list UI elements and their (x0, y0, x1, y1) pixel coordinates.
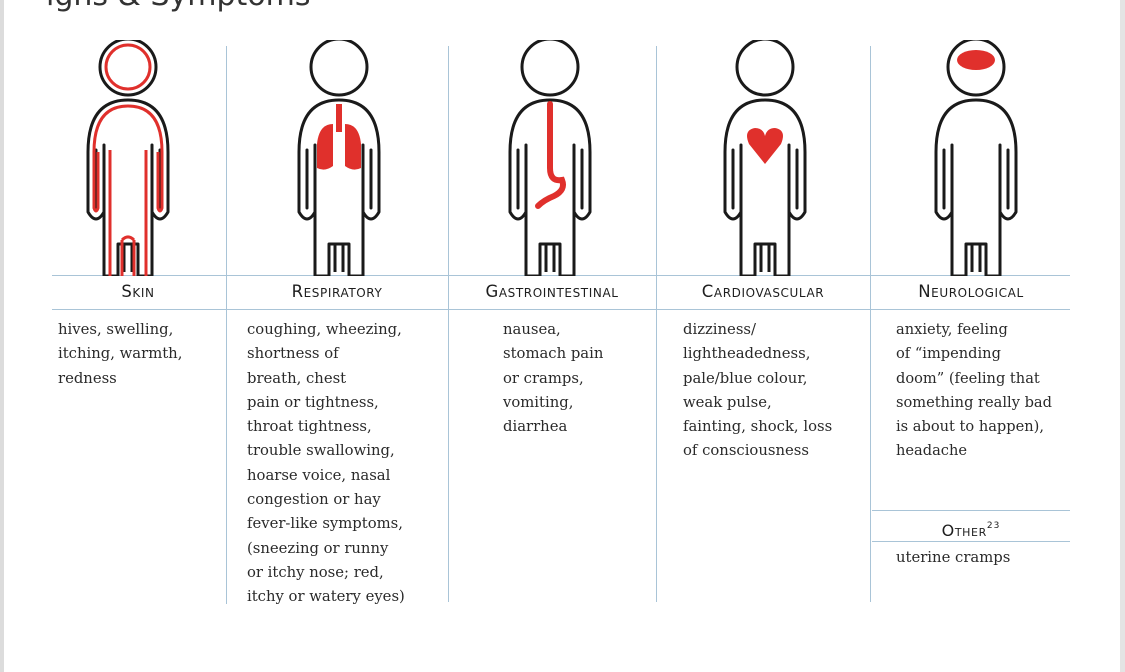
header-cardiovascular: Cardiovascular (701, 282, 825, 301)
symptoms-gastrointestinal: nausea, stomach pain or cramps, vomiting… (503, 321, 604, 436)
frame-left-edge (0, 0, 4, 672)
header-skin: Skin (121, 282, 155, 301)
column-divider (226, 46, 227, 604)
other-footnote-ref: 23 (986, 521, 1001, 531)
symptoms-other: uterine cramps (896, 549, 1011, 566)
symptoms-cardiovascular: dizziness/ lightheadedness, pale/blue co… (683, 321, 833, 460)
symptoms-neurological: anxiety, feeling of “impending doom” (fe… (896, 321, 1052, 460)
skin-figure-icon (68, 40, 188, 276)
symptoms-respiratory: coughing, wheezing, shortness of breath,… (247, 321, 405, 606)
other-bottom-rule (872, 541, 1070, 542)
column-divider (656, 46, 657, 602)
other-label: Other (941, 521, 987, 540)
header-gastrointestinal: Gastrointestinal (485, 282, 619, 301)
symptoms-skin: hives, swelling, itching, warmth, rednes… (58, 321, 183, 387)
header-bottom-rule (52, 309, 1070, 310)
header-other: Other23 (872, 510, 1070, 540)
other-top-rule (872, 510, 1070, 511)
stomach-figure-icon (490, 40, 610, 276)
brain-figure-icon (916, 40, 1036, 276)
column-divider (448, 46, 449, 602)
page-title-fragment: igns & Symptoms (46, 0, 311, 13)
header-respiratory: Respiratory (291, 282, 383, 301)
column-divider (870, 46, 871, 602)
lungs-figure-icon (279, 40, 399, 276)
header-neurological: Neurological (918, 282, 1024, 301)
frame-right-edge (1120, 0, 1125, 672)
heart-figure-icon (705, 40, 825, 276)
